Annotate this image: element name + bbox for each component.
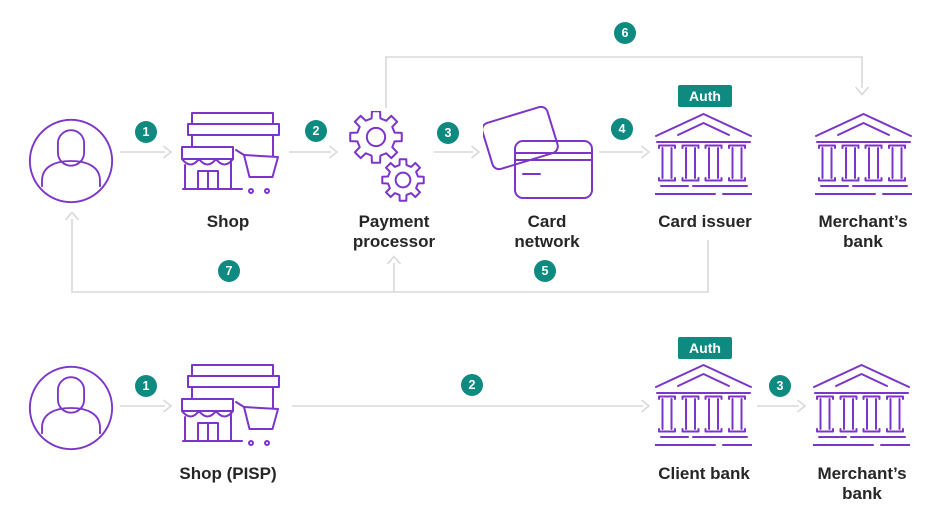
bank-building-icon	[655, 363, 752, 451]
arrow-step-1-top	[120, 145, 173, 159]
bank-building-icon	[815, 112, 912, 200]
label-merchants-bank-top: Merchant’s bank	[818, 212, 908, 251]
flow-6-connector	[385, 56, 870, 108]
label-payment-processor: Payment processor	[352, 212, 436, 251]
step-badge-3-top: 3	[437, 122, 459, 144]
arrow-step-3-bottom	[757, 399, 807, 413]
step-badge-1-top: 1	[135, 121, 157, 143]
step-badge-5-top: 5	[534, 260, 556, 282]
payment-cards-icon	[483, 106, 593, 200]
label-card-issuer: Card issuer	[658, 212, 752, 231]
arrow-step-2-top	[289, 145, 339, 159]
storefront-cart-icon	[175, 110, 283, 202]
bank-building-icon	[813, 363, 910, 451]
person-icon	[28, 118, 114, 204]
label-shop-pisp: Shop (PISP)	[179, 464, 277, 483]
label-shop: Shop	[206, 212, 250, 231]
arrow-step-3-top	[434, 145, 481, 159]
arrow-step-1-bottom	[120, 399, 173, 413]
gears-icon	[348, 111, 430, 203]
label-card-network: Card network	[514, 212, 580, 251]
step-badge-2-bottom: 2	[461, 374, 483, 396]
auth-badge-card-issuer: Auth	[678, 85, 732, 107]
step-badge-2-top: 2	[305, 120, 327, 142]
label-client-bank: Client bank	[658, 464, 750, 483]
step-badge-7-top: 7	[218, 260, 240, 282]
person-icon	[28, 365, 114, 451]
storefront-cart-icon	[175, 362, 283, 454]
bank-building-icon	[655, 112, 752, 200]
step-badge-1-bottom: 1	[135, 375, 157, 397]
step-badge-4-top: 4	[611, 118, 633, 140]
arrow-step-4-top	[599, 145, 651, 159]
step-badge-3-bottom: 3	[769, 375, 791, 397]
arrow-step-2-bottom	[292, 399, 651, 413]
step-badge-6-top: 6	[614, 22, 636, 44]
auth-badge-client-bank: Auth	[678, 337, 732, 359]
flow-5-7-connector	[64, 211, 709, 293]
label-merchants-bank-bottom: Merchant’s bank	[817, 464, 907, 503]
